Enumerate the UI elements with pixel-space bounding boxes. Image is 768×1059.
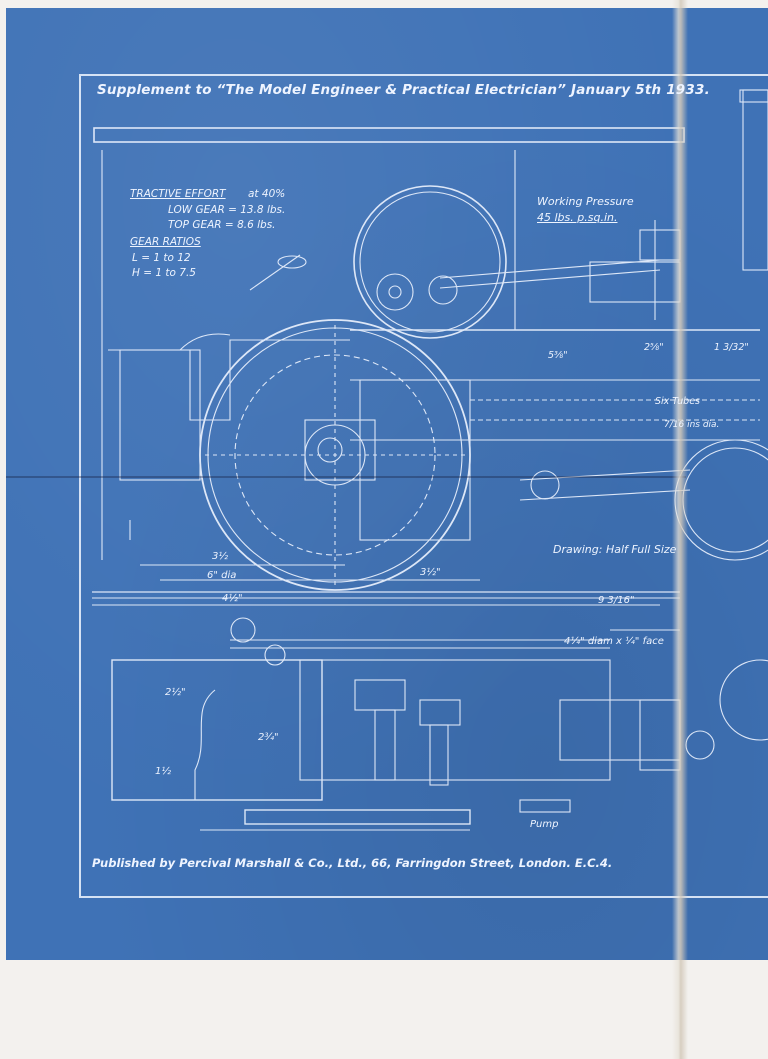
dimension-2-half: 2½" xyxy=(165,687,186,698)
dimension-1-half: 1½ xyxy=(155,766,172,777)
dimension-2-5-8: 2⅝" xyxy=(644,342,664,353)
gear-ratio-low: L = 1 to 12 xyxy=(132,252,191,264)
document-title: Supplement to “The Model Engineer & Prac… xyxy=(97,82,710,98)
fold-crease-vertical xyxy=(672,0,688,1059)
drawing-border xyxy=(79,74,768,898)
dimension-6-dia: 6" dia xyxy=(207,570,237,581)
tubes-label: Six Tubes xyxy=(655,396,701,407)
pump-label: Pump xyxy=(530,819,559,830)
gear-ratios-heading: GEAR RATIOS xyxy=(130,236,201,248)
dimension-9-3-16: 9 3/16" xyxy=(598,595,635,606)
blueprint-sheet xyxy=(6,8,768,960)
low-gear-value: LOW GEAR = 13.8 lbs. xyxy=(168,204,286,216)
dimension-3-half: 3½ xyxy=(212,551,229,562)
drawing-scale-note: Drawing: Half Full Size xyxy=(553,543,677,556)
working-pressure-label: Working Pressure xyxy=(537,195,634,208)
dimension-1-3-32: 1 3/32" xyxy=(714,342,749,353)
fold-crease-horizontal xyxy=(6,476,686,478)
dimension-flywheel-face: 4¼" diam x ¼" face xyxy=(564,636,664,647)
tractive-effort-heading: TRACTIVE EFFORT xyxy=(130,188,226,200)
tractive-effort-at: at 40% xyxy=(248,188,286,200)
dimension-2-3-4: 2¾" xyxy=(258,732,279,743)
dimension-4-half: 4½" xyxy=(222,593,243,604)
publisher-line: Published by Percival Marshall & Co., Lt… xyxy=(92,856,613,870)
top-gear-value: TOP GEAR = 8.6 lbs. xyxy=(168,219,276,231)
gear-ratio-high: H = 1 to 7.5 xyxy=(132,267,196,279)
dimension-3-half-b: 3½" xyxy=(420,567,441,578)
tubes-dia-label: 7/16 ins dia. xyxy=(664,420,720,430)
working-pressure-value: 45 lbs. p.sq.in. xyxy=(537,211,618,224)
dimension-5-3-8: 5⅜" xyxy=(548,350,568,361)
